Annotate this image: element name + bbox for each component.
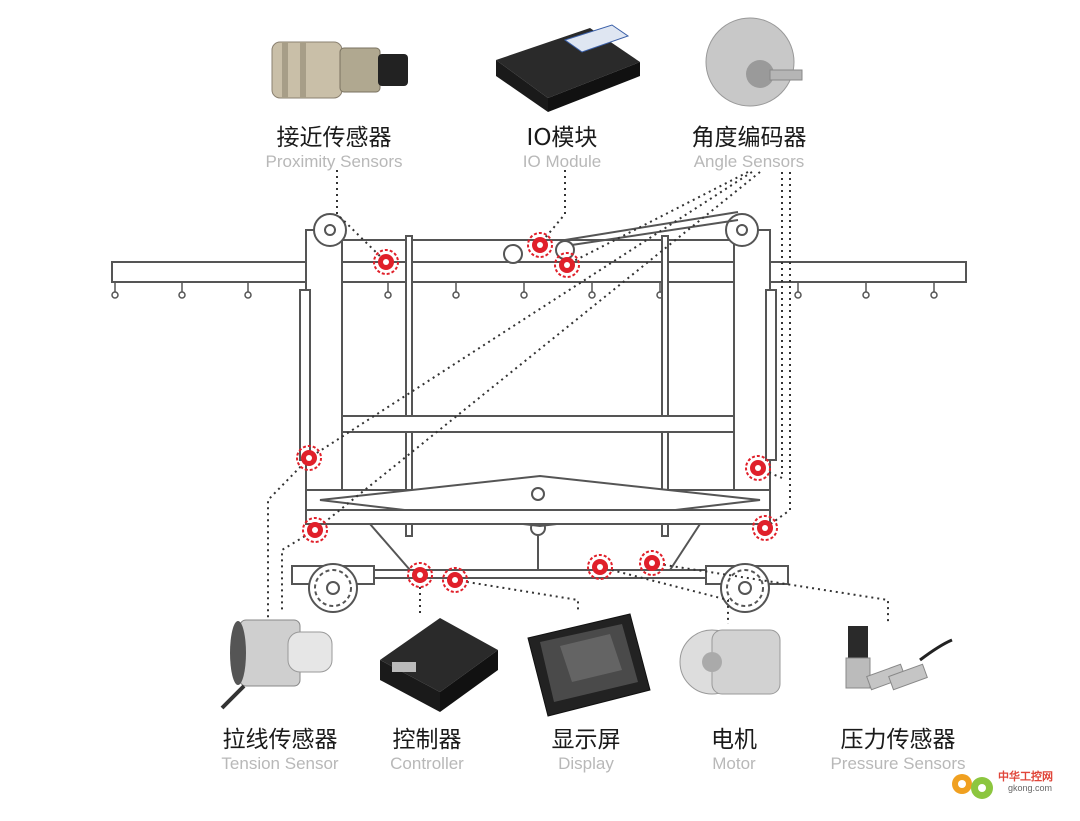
watermark-brand: 中华工控网 xyxy=(998,771,1053,783)
sensor-markers xyxy=(296,232,778,593)
machine-frame xyxy=(111,211,967,613)
proximity-sensor-image xyxy=(271,41,408,99)
label-proximity-cn: 接近传感器 xyxy=(276,125,392,151)
label-io: IO模块 IO Module xyxy=(462,124,662,172)
io-module-image xyxy=(496,24,640,112)
label-motor-en: Motor xyxy=(712,754,756,773)
label-proximity-en: Proximity Sensors xyxy=(265,152,403,171)
label-tension-en: Tension Sensor xyxy=(221,754,339,773)
label-controller-cn: 控制器 xyxy=(392,727,462,753)
controller-image xyxy=(380,618,498,712)
label-pressure-cn: 压力传感器 xyxy=(840,727,956,753)
label-io-en: IO Module xyxy=(522,152,602,171)
label-angle-en: Angle Sensors xyxy=(693,152,805,171)
motor-image xyxy=(679,629,781,695)
angle-encoder-image xyxy=(705,17,803,107)
marker-tension-lower xyxy=(302,517,328,543)
gear-logo-icon xyxy=(952,774,993,799)
marker-io xyxy=(527,232,553,258)
marker-proximity xyxy=(373,249,399,275)
label-motor: 电机 Motor xyxy=(634,726,834,774)
label-tension-cn: 拉线传感器 xyxy=(222,727,338,753)
label-display-cn: 显示屏 xyxy=(551,727,621,753)
label-controller-en: Controller xyxy=(390,754,464,773)
marker-angle xyxy=(554,252,580,278)
marker-pressure xyxy=(639,550,665,576)
label-proximity: 接近传感器 Proximity Sensors xyxy=(234,124,434,172)
display-image xyxy=(527,613,651,717)
watermark-site: gkong.com xyxy=(1008,783,1053,793)
marker-tension-upper xyxy=(296,445,322,471)
label-tension: 拉线传感器 Tension Sensor xyxy=(180,726,380,774)
marker-controller xyxy=(407,562,433,588)
marker-motor xyxy=(587,554,613,580)
label-display: 显示屏 Display xyxy=(486,726,686,774)
label-controller: 控制器 Controller xyxy=(327,726,527,774)
pressure-sensor-image xyxy=(845,626,953,691)
label-motor-cn: 电机 xyxy=(711,727,757,753)
label-io-cn: IO模块 xyxy=(526,125,598,151)
label-pressure: 压力传感器 Pressure Sensors xyxy=(798,726,998,774)
marker-right-upper xyxy=(745,455,771,481)
leader-lines xyxy=(267,170,889,640)
label-angle-cn: 角度编码器 xyxy=(691,125,807,151)
label-pressure-en: Pressure Sensors xyxy=(830,754,966,773)
tension-sensor-image xyxy=(220,619,333,710)
watermark: 中华工控网 gkong.com xyxy=(948,764,1078,804)
marker-display xyxy=(442,567,468,593)
marker-right-lower xyxy=(752,515,778,541)
label-display-en: Display xyxy=(558,754,614,773)
label-angle: 角度编码器 Angle Sensors xyxy=(649,124,849,172)
